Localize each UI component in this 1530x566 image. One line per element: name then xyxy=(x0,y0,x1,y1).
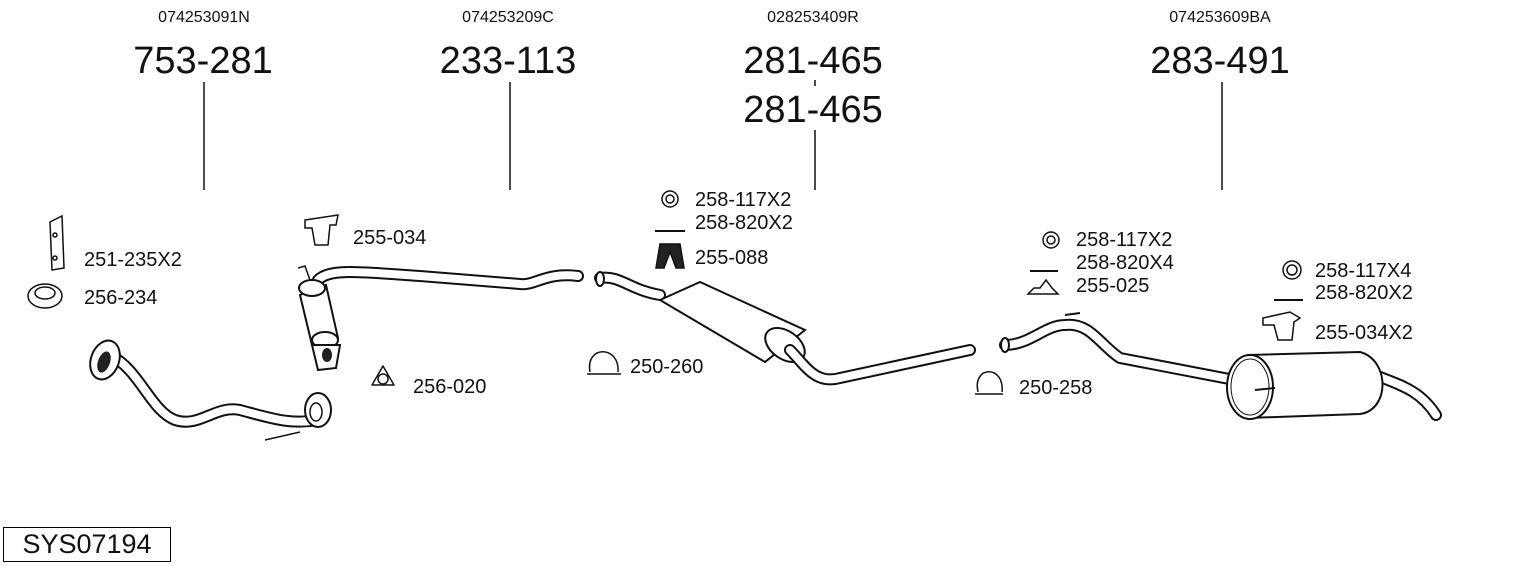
washer-icon xyxy=(1282,260,1302,280)
accessory-label[interactable]: 250-258 xyxy=(1019,377,1093,399)
accessory-label[interactable]: 251-235X2 xyxy=(84,249,182,271)
front-pipe-drawing xyxy=(89,339,332,441)
middle-silencer-drawing xyxy=(594,271,976,386)
washer-icon xyxy=(661,190,679,208)
part-number[interactable]: 281-465 xyxy=(743,40,883,82)
pipe-clamp-icon xyxy=(587,351,621,375)
oe-number: 074253609BA xyxy=(1169,9,1271,26)
mounting-bracket-icon xyxy=(1026,278,1060,295)
accessory-label[interactable]: 258-117X4 xyxy=(1315,260,1412,282)
oe-number: 028253409R xyxy=(767,9,859,26)
accessory-label[interactable]: 258-117X2 xyxy=(695,189,792,211)
part-number[interactable]: 753-281 xyxy=(133,40,273,82)
rubber-hanger-icon xyxy=(1262,311,1302,341)
accessory-label[interactable]: 255-034 xyxy=(353,227,427,249)
accessory-label[interactable]: 258-820X4 xyxy=(1076,252,1174,274)
accessory-label[interactable]: 250-260 xyxy=(630,356,704,378)
washer-icon xyxy=(1042,231,1060,249)
rubber-mount-icon xyxy=(655,243,685,269)
leader-lines xyxy=(203,80,1223,190)
oe-number: 074253209C xyxy=(462,9,554,26)
accessory-label[interactable]: 258-820X2 xyxy=(695,212,793,234)
accessory-label[interactable]: 255-088 xyxy=(695,247,769,269)
bracket-icon xyxy=(49,214,65,271)
seal-ring-icon xyxy=(27,283,63,309)
accessory-label[interactable]: 258-117X2 xyxy=(1076,229,1173,251)
accessory-label[interactable]: 256-234 xyxy=(84,287,158,309)
rear-silencer-drawing xyxy=(999,312,1442,421)
pipe-clamp-icon xyxy=(975,371,1003,395)
system-id-box: SYS07194 xyxy=(3,527,171,562)
rubber-hanger-icon xyxy=(304,214,339,246)
accessory-label[interactable]: 255-025 xyxy=(1076,275,1150,297)
accessory-label[interactable]: 258-820X2 xyxy=(1315,282,1413,304)
part-number[interactable]: 281-465 xyxy=(743,89,883,131)
accessory-label[interactable]: 255-034X2 xyxy=(1315,322,1413,344)
part-number[interactable]: 233-113 xyxy=(439,40,577,82)
flange-gasket-icon xyxy=(371,365,395,386)
accessory-label[interactable]: 256-020 xyxy=(413,376,487,398)
catalytic-converter-drawing xyxy=(297,265,584,372)
oe-number: 074253091N xyxy=(158,9,250,26)
part-number[interactable]: 283-491 xyxy=(1150,40,1290,82)
